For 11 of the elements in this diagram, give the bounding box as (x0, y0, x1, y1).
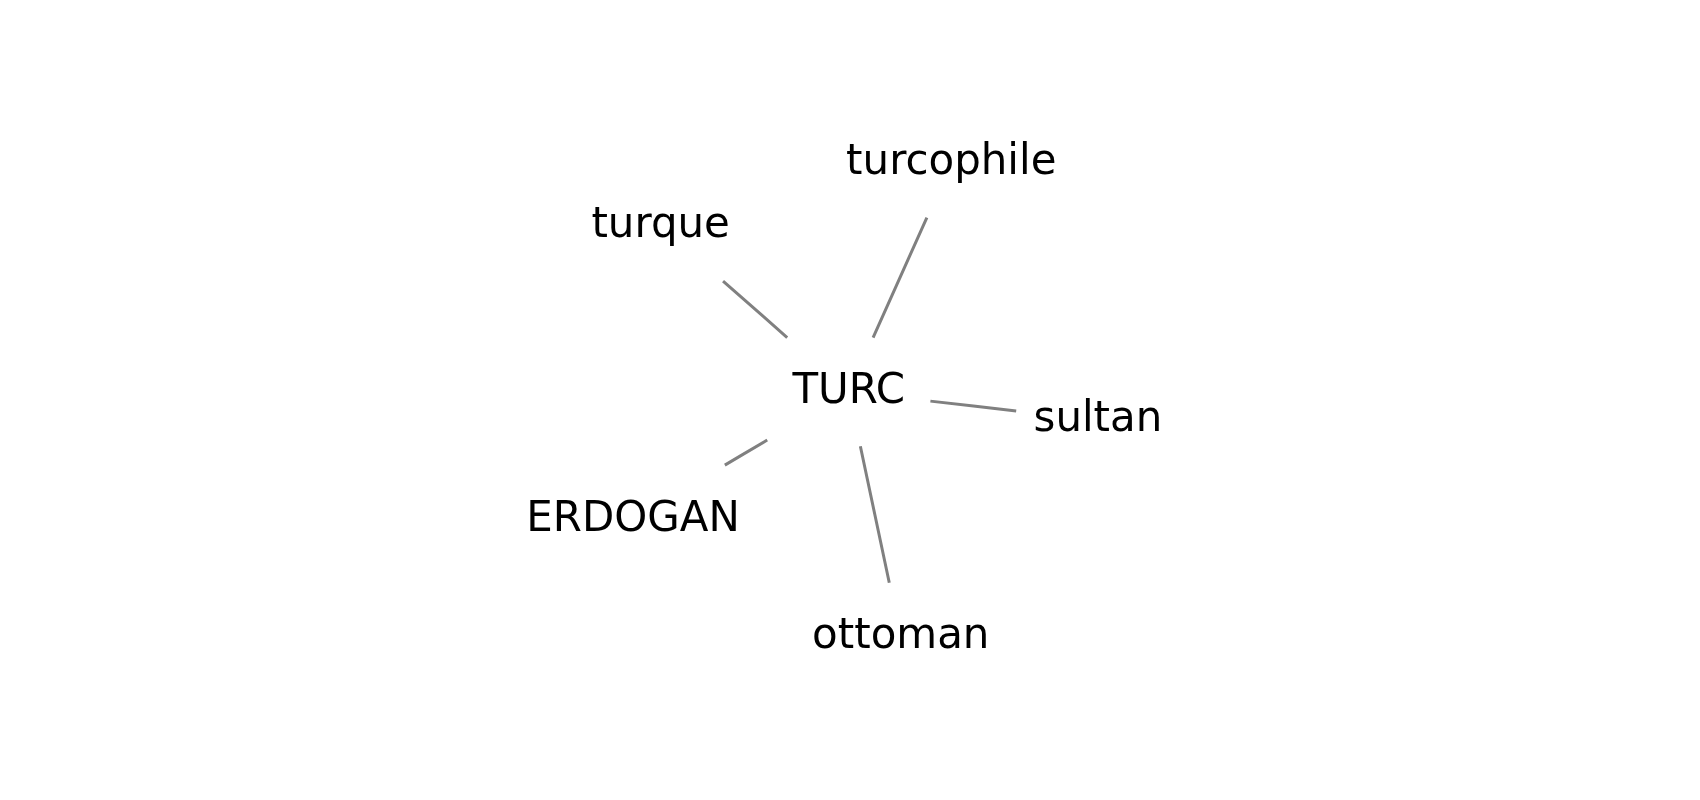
node-text: TURC (791, 363, 905, 413)
connector (858, 445, 891, 584)
connector (721, 279, 788, 339)
connector (929, 399, 1016, 413)
node-text: ERDOGAN (525, 491, 740, 541)
node-text: sultan (1033, 392, 1162, 442)
node-text: turcophile (845, 135, 1056, 185)
node-text: turque (590, 198, 730, 248)
connector (871, 216, 928, 339)
connector (723, 438, 768, 467)
node-text: ottoman (811, 609, 989, 659)
